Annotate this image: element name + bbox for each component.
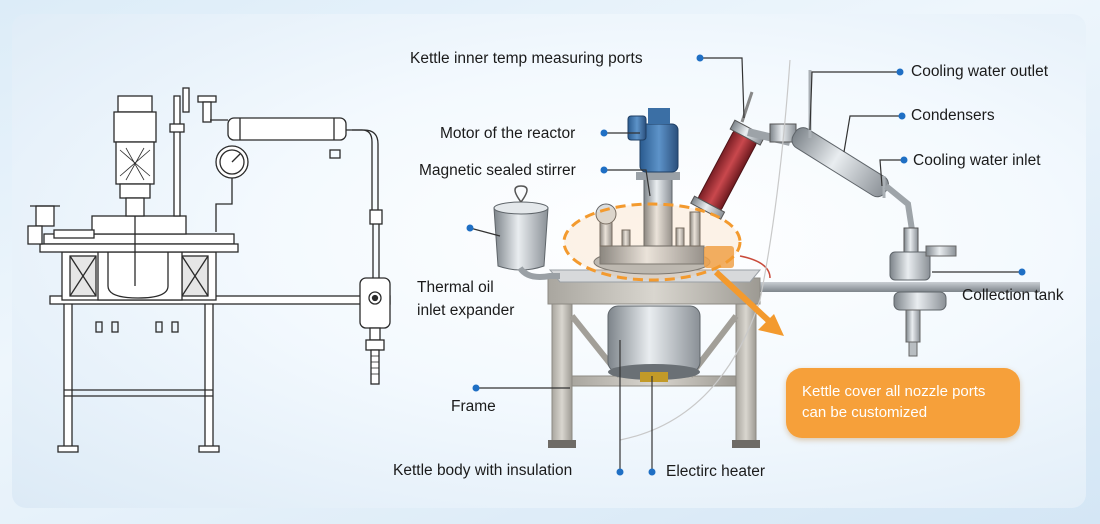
customization-callout: Kettle cover all nozzle ports can be cus… <box>786 368 1020 438</box>
callout-line2: can be customized <box>802 404 928 421</box>
reactor-photo <box>493 59 1040 448</box>
label-cooling-outlet: Cooling water outlet <box>911 63 1048 80</box>
label-kettle-body: Kettle body with insulation <box>393 462 573 479</box>
label-temp-ports: Kettle inner temp measuring ports <box>410 50 643 67</box>
label-cooling-inlet: Cooling water inlet <box>913 152 1041 169</box>
leader-lines <box>469 57 1022 470</box>
label-condensers: Condensers <box>911 107 995 124</box>
leader-dots <box>466 54 1026 476</box>
label-motor: Motor of the reactor <box>440 125 576 142</box>
label-thermal-oil-line1: Thermal oil <box>417 279 494 296</box>
label-thermal-oil-line2: inlet expander <box>417 302 515 319</box>
label-electric-heater: Electirc heater <box>666 463 766 480</box>
label-collection-tank: Collection tank <box>962 287 1064 304</box>
technical-drawing <box>27 87 391 453</box>
label-frame: Frame <box>451 398 496 415</box>
callout-line1: Kettle cover all nozzle ports <box>802 383 986 400</box>
label-magnetic-stirrer: Magnetic sealed stirrer <box>419 162 576 179</box>
